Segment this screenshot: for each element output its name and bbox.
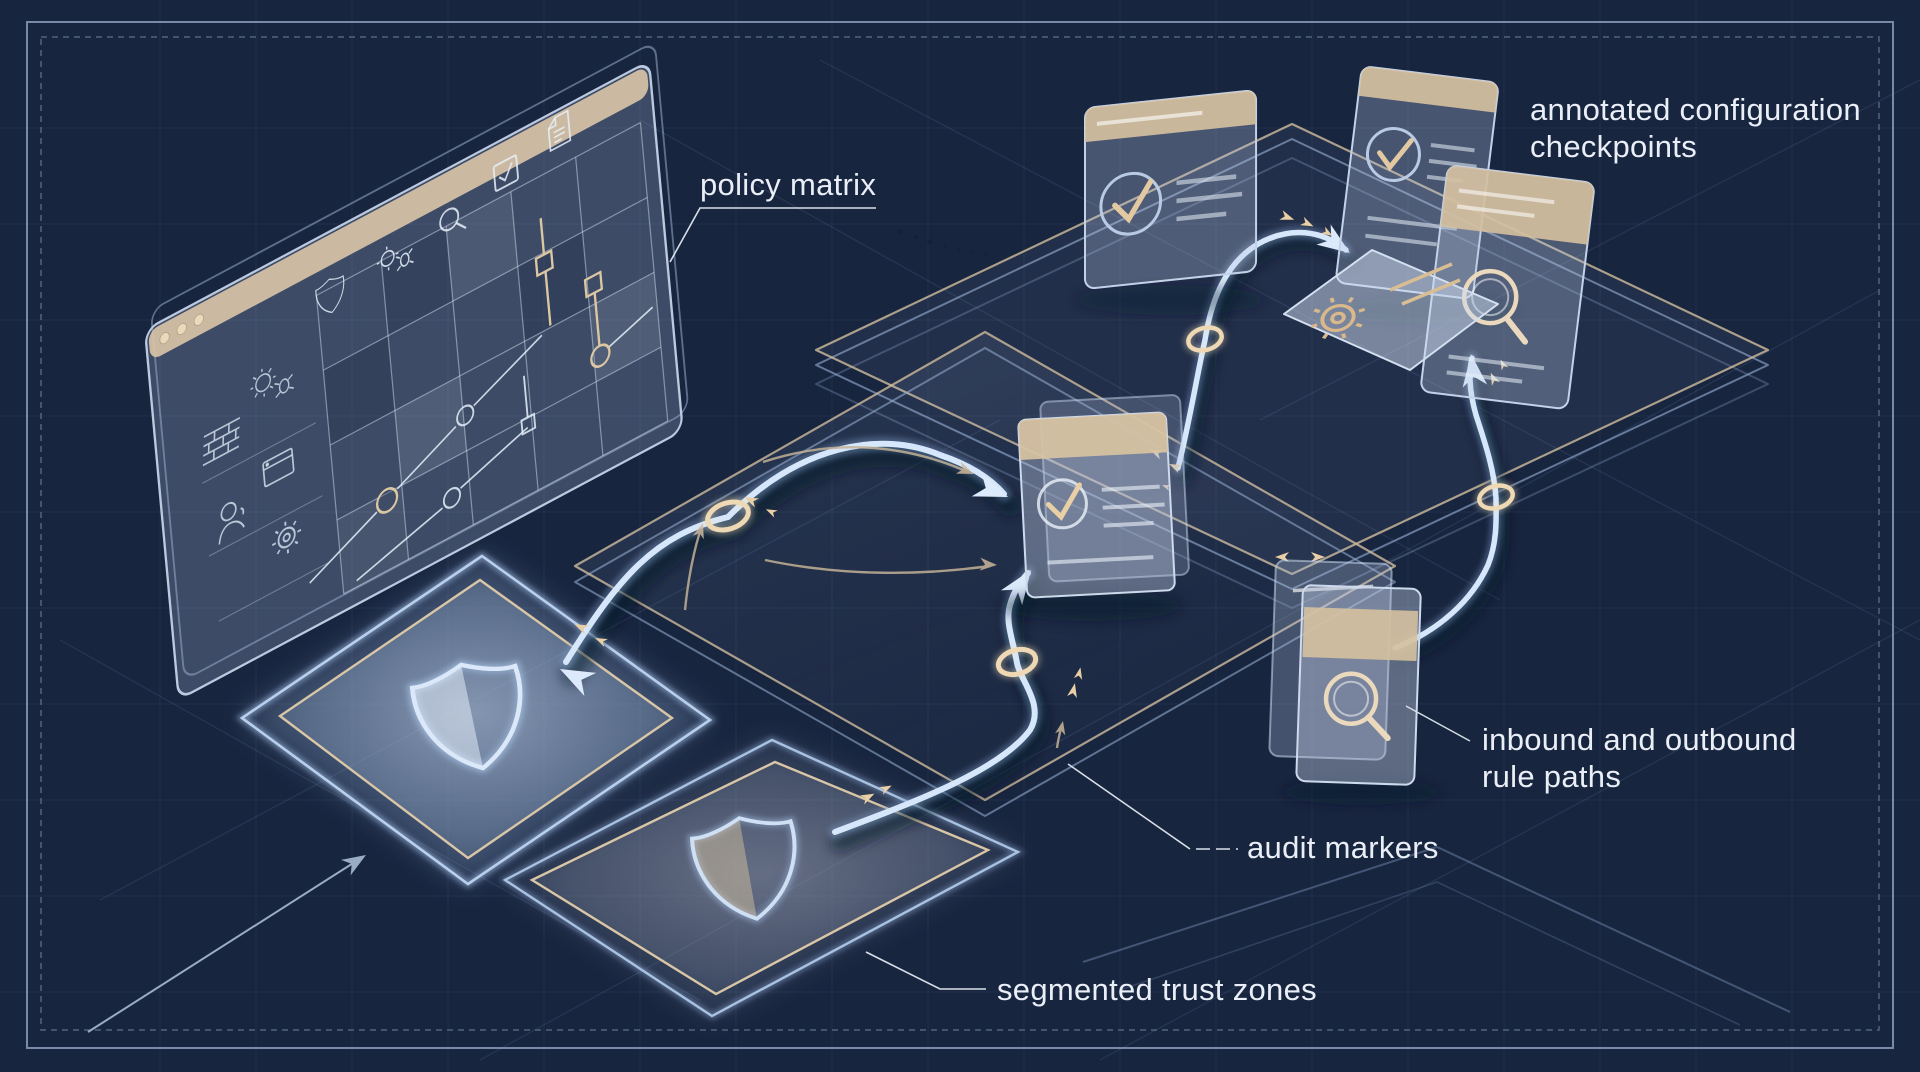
window-matrix-grid bbox=[315, 121, 669, 595]
magnifier-icon bbox=[1323, 671, 1391, 742]
checkpoint-card-2 bbox=[1335, 66, 1499, 300]
magnifier-card-header bbox=[1302, 607, 1419, 662]
window-titlebar bbox=[148, 69, 649, 358]
frame-outer bbox=[26, 21, 1894, 1049]
matrix-cells bbox=[323, 191, 661, 594]
document-icon bbox=[547, 109, 572, 153]
flow-ring-1 bbox=[702, 496, 754, 536]
label-rule-paths: inbound and outbound rule paths bbox=[1405, 705, 1797, 794]
checkpoint-cards bbox=[1075, 66, 1595, 410]
card1-lines bbox=[1176, 174, 1243, 222]
audit-card bbox=[998, 394, 1190, 621]
sidebar-separators bbox=[202, 422, 329, 622]
check-circle-icon bbox=[1099, 171, 1163, 236]
card3-header bbox=[1440, 166, 1594, 245]
rule-paths-leader bbox=[1405, 705, 1471, 742]
checkpoint-card-1 bbox=[1084, 90, 1258, 290]
flow-path-a bbox=[554, 436, 1021, 697]
audit-card-front bbox=[1017, 411, 1176, 599]
zone2-shield-icon bbox=[689, 809, 807, 927]
rule-paths-text-1: inbound and outbound bbox=[1482, 722, 1797, 757]
flow-ring-3 bbox=[1183, 322, 1227, 356]
checkbox-icon bbox=[492, 154, 519, 192]
label-checkpoints: annotated configuration checkpoints bbox=[1530, 92, 1861, 164]
audit-card-lines bbox=[1047, 484, 1165, 565]
bug-gear-icon bbox=[250, 367, 295, 399]
magnifier-card-front bbox=[1295, 584, 1422, 786]
gear-icon bbox=[272, 520, 302, 555]
card3-lines bbox=[1446, 354, 1545, 384]
gear-card-lines bbox=[1389, 262, 1461, 306]
firewall-icon bbox=[202, 416, 240, 467]
matrix-routes bbox=[309, 217, 653, 584]
card2-header bbox=[1358, 67, 1498, 113]
bug-icon bbox=[376, 246, 414, 272]
corner-arrow bbox=[87, 847, 371, 1033]
gear-icon bbox=[1310, 296, 1366, 340]
flow-ring-4 bbox=[1474, 480, 1518, 514]
audit-card-header bbox=[1018, 412, 1168, 460]
label-trust-zones: segmented trust zones bbox=[865, 951, 1317, 1007]
search-icon bbox=[439, 207, 467, 232]
zone1-outer-border bbox=[239, 554, 713, 886]
window-body bbox=[145, 65, 683, 696]
frame-inner-dashed bbox=[40, 36, 1880, 1031]
audit-markers-leader bbox=[1067, 763, 1191, 850]
flow-ring-2 bbox=[993, 644, 1041, 680]
check-circle-icon bbox=[1365, 126, 1421, 182]
policy-matrix-leader bbox=[669, 207, 876, 263]
gear-card bbox=[1283, 249, 1499, 371]
blueprint-frame bbox=[26, 21, 1894, 1049]
policy-window bbox=[145, 45, 689, 696]
thin-arrows bbox=[683, 446, 1069, 749]
card2-lines bbox=[1365, 142, 1477, 247]
user-icon bbox=[218, 501, 245, 545]
window-back-edge bbox=[151, 45, 689, 676]
window-icon bbox=[262, 447, 295, 488]
platform-lower-partial bbox=[1082, 845, 1791, 1026]
dust-trail bbox=[897, 229, 988, 256]
traffic-dots bbox=[159, 313, 204, 345]
check-circle-icon bbox=[1036, 478, 1088, 530]
callout-labels: policy matrix annotated configuration ch… bbox=[669, 92, 1861, 1007]
audit-markers-text: audit markers bbox=[1247, 830, 1439, 865]
trust-zones-leader bbox=[865, 951, 986, 990]
flow-rings bbox=[702, 322, 1518, 680]
policy-matrix-text: policy matrix bbox=[700, 167, 876, 202]
label-audit-markers: audit markers bbox=[1067, 763, 1439, 865]
trust-zones-text: segmented trust zones bbox=[997, 972, 1317, 1007]
label-policy-matrix: policy matrix bbox=[669, 167, 876, 263]
rule-paths-text-2: rule paths bbox=[1482, 759, 1621, 794]
checkpoints-text-1: annotated configuration bbox=[1530, 92, 1861, 127]
zone1-shield-icon bbox=[409, 654, 535, 779]
magnifier-card-bottom bbox=[1268, 559, 1442, 805]
checkpoints-text-2: checkpoints bbox=[1530, 129, 1697, 164]
